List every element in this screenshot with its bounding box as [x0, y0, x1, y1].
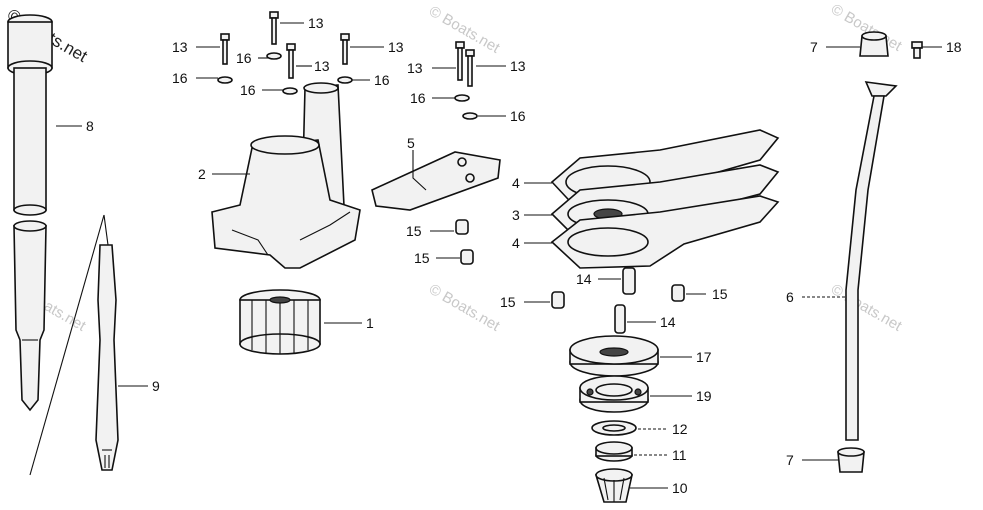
callout-14: 14 [660, 314, 676, 330]
callout-16: 16 [240, 82, 256, 98]
callout-13: 13 [388, 39, 404, 55]
callout-15: 15 [500, 294, 516, 310]
callout-7: 7 [810, 39, 818, 55]
callout-4: 4 [512, 235, 520, 251]
callout-labels: 13 13 13 13 13 13 16 16 16 16 16 16 8 2 … [86, 15, 962, 496]
callout-19: 19 [696, 388, 712, 404]
callout-3: 3 [512, 207, 520, 223]
part-7-grommet-bottom [837, 447, 865, 473]
callout-5: 5 [407, 135, 415, 151]
callout-16: 16 [236, 50, 252, 66]
callout-14: 14 [576, 271, 592, 287]
part-5-bracket [371, 151, 501, 211]
part-9-shaft [29, 214, 119, 476]
part-1-impeller [239, 289, 321, 355]
callout-13: 13 [172, 39, 188, 55]
callout-16: 16 [510, 108, 526, 124]
part-2-pump-housing [211, 82, 361, 269]
callout-8: 8 [86, 118, 94, 134]
part-18-screw [911, 41, 923, 59]
callout-13: 13 [407, 60, 423, 76]
bolt-group-right [454, 41, 478, 120]
callout-9: 9 [152, 378, 160, 394]
callout-1: 1 [366, 315, 374, 331]
callout-2: 2 [198, 166, 206, 182]
part-11-needle-bearing [595, 441, 633, 462]
callout-16: 16 [374, 72, 390, 88]
gasket-stack [550, 129, 780, 269]
part-19-bearing [579, 375, 649, 413]
bolt-group-left [217, 11, 353, 95]
callout-15: 15 [414, 250, 430, 266]
callout-16: 16 [172, 70, 188, 86]
callout-15: 15 [712, 286, 728, 302]
part-8-drive-shaft-tube [7, 14, 53, 412]
part-12-washer [591, 420, 637, 436]
part-7-grommet-top [859, 31, 889, 57]
callout-13: 13 [308, 15, 324, 31]
part-10-pinion-gear [594, 468, 633, 503]
watermark-repeat: © Boats.net [426, 281, 503, 335]
callout-18: 18 [946, 39, 962, 55]
callout-13: 13 [510, 58, 526, 74]
callout-12: 12 [672, 421, 688, 437]
callout-13: 13 [314, 58, 330, 74]
callout-6: 6 [786, 289, 794, 305]
watermark-repeat: © Boats.net [828, 281, 905, 335]
callout-15: 15 [406, 223, 422, 239]
dowel-pins-15 [455, 219, 685, 309]
callout-7: 7 [786, 452, 794, 468]
part-6-water-tube [845, 81, 898, 441]
part-17-oil-seal [569, 335, 659, 377]
callout-4: 4 [512, 175, 520, 191]
leader-lines [56, 22, 942, 489]
watermark-repeat: © Boats.net [426, 3, 503, 57]
callout-11: 11 [672, 447, 687, 463]
callout-17: 17 [696, 349, 712, 365]
callout-10: 10 [672, 480, 688, 496]
callout-16: 16 [410, 90, 426, 106]
pins-14 [614, 267, 636, 334]
